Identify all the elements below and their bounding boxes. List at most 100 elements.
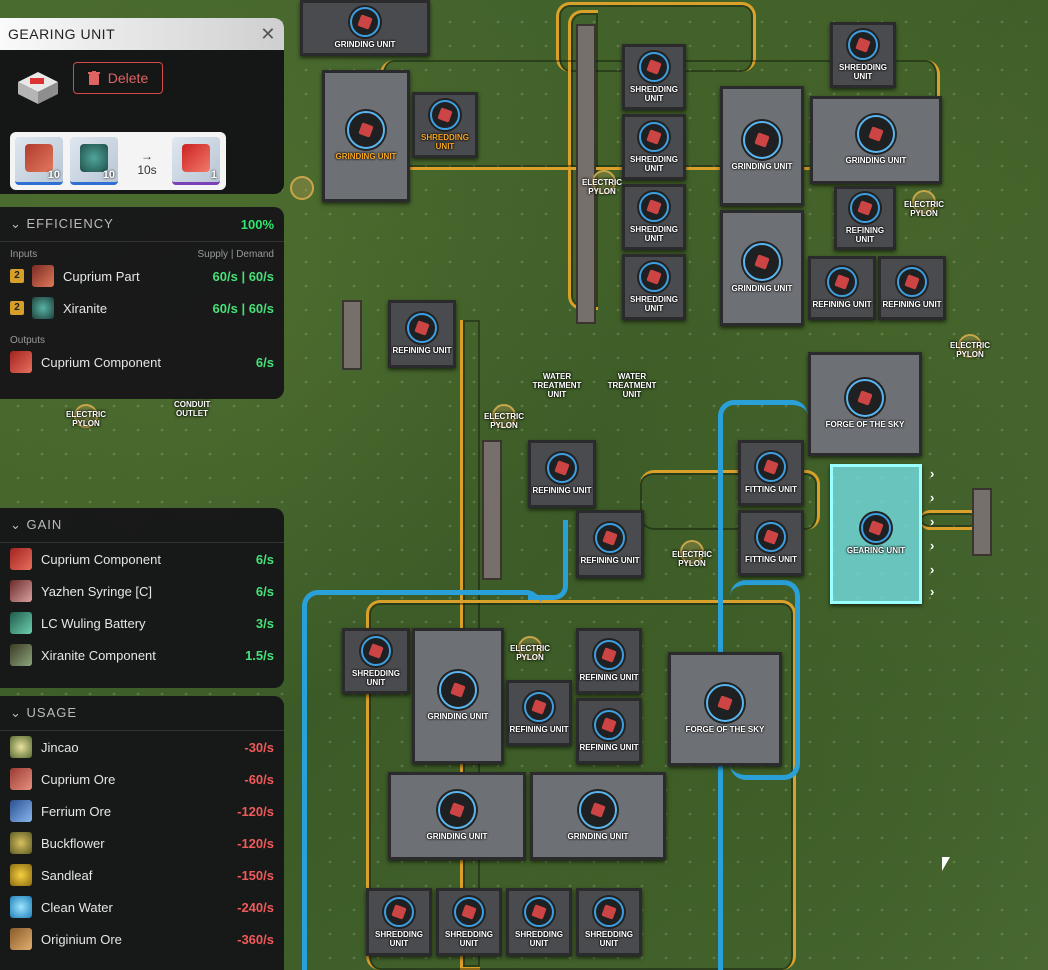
recipe-input-slot[interactable]: 10 bbox=[70, 137, 118, 185]
refining-unit[interactable]: REFINING UNIT bbox=[576, 628, 642, 694]
refining-unit-icon bbox=[897, 267, 927, 297]
clean-water-icon bbox=[10, 896, 32, 918]
refining-unit[interactable]: REFINING UNIT bbox=[388, 300, 456, 368]
shredding-unit[interactable]: SHREDDING UNIT bbox=[506, 888, 572, 956]
grinding-unit[interactable]: GRINDING UNIT bbox=[300, 0, 430, 56]
refining-unit[interactable]: REFINING UNIT bbox=[506, 680, 572, 746]
usage-header[interactable]: ⌄ USAGE bbox=[0, 696, 284, 731]
close-icon[interactable]: ✕ bbox=[260, 23, 276, 44]
shredding-unit-icon bbox=[430, 99, 460, 130]
grinding-unit[interactable]: GRINDING UNIT bbox=[388, 772, 526, 860]
machine-label: SHREDDING UNIT bbox=[629, 154, 678, 173]
grinding-unit[interactable]: GRINDING UNIT bbox=[720, 210, 804, 326]
originium-ore-icon bbox=[10, 928, 32, 950]
refining-unit[interactable]: REFINING UNIT bbox=[576, 698, 642, 764]
electric-pylon-icon[interactable] bbox=[680, 540, 704, 564]
chevron-right-icon: › bbox=[930, 538, 935, 553]
forge-icon bbox=[706, 684, 744, 722]
machine-label: FORGE OF THE SKY bbox=[685, 725, 765, 734]
electric-pylon-icon[interactable] bbox=[518, 636, 542, 660]
refining-unit[interactable]: REFINING UNIT bbox=[576, 510, 644, 578]
gain-row: Yazhen Syringe [C]6/s bbox=[0, 575, 284, 607]
input-row: 2 Cuprium Part 60/s | 60/s bbox=[0, 260, 284, 292]
usage-rate: -120/s bbox=[237, 835, 274, 851]
usage-rate: -30/s bbox=[244, 739, 274, 755]
refining-unit[interactable]: REFINING UNIT bbox=[528, 440, 596, 508]
supply-demand-label: Supply | Demand bbox=[197, 249, 274, 260]
inputs-subheader: Inputs Supply | Demand bbox=[0, 242, 284, 260]
shredding-unit[interactable]: SHREDDING UNIT bbox=[576, 888, 642, 956]
electric-pylon-icon[interactable] bbox=[592, 170, 616, 194]
cuprium-part-icon bbox=[32, 265, 54, 287]
efficiency-title: EFFICIENCY bbox=[26, 216, 114, 231]
electric-pylon-icon[interactable] bbox=[492, 404, 516, 428]
cuprium-component-icon bbox=[10, 351, 32, 373]
forge-of-the-sky[interactable]: FORGE OF THE SKY bbox=[668, 652, 782, 766]
shredding-unit-icon bbox=[361, 635, 391, 666]
usage-rate: -120/s bbox=[237, 803, 274, 819]
input-dock[interactable] bbox=[482, 440, 502, 580]
grinding-unit-icon bbox=[439, 671, 477, 709]
panel-title: GEARING UNIT bbox=[8, 26, 116, 42]
chevron-down-icon: ⌄ bbox=[10, 216, 27, 231]
water-pipe bbox=[302, 590, 542, 970]
outputs-label: Outputs bbox=[10, 335, 46, 346]
efficiency-header[interactable]: ⌄ EFFICIENCY 100% bbox=[0, 207, 284, 242]
fitting-unit[interactable]: FITTING UNIT bbox=[738, 510, 804, 576]
gain-header[interactable]: ⌄ GAIN bbox=[0, 508, 284, 543]
electric-pylon-icon[interactable] bbox=[290, 176, 314, 200]
syringe-icon bbox=[10, 580, 32, 602]
refining-unit[interactable]: REFINING UNIT bbox=[808, 256, 876, 320]
grinding-unit[interactable]: GRINDING UNIT bbox=[412, 628, 504, 764]
recipe-output-slot[interactable]: 1 bbox=[172, 137, 220, 185]
input-rate: 60/s | 60/s bbox=[212, 268, 274, 284]
grinding-unit-icon bbox=[579, 791, 617, 829]
grinding-unit[interactable]: GRINDING UNIT bbox=[720, 86, 804, 206]
grinding-unit[interactable]: GRINDING UNIT bbox=[530, 772, 666, 860]
electric-pylon-icon[interactable] bbox=[74, 404, 98, 428]
electric-pylon-icon[interactable] bbox=[912, 190, 936, 214]
electric-pylon-icon[interactable] bbox=[958, 334, 982, 358]
mouse-cursor-icon bbox=[942, 857, 950, 871]
shredding-unit[interactable]: SHREDDING UNIT bbox=[342, 628, 410, 694]
usage-title: USAGE bbox=[26, 705, 78, 720]
usage-rate: -150/s bbox=[237, 867, 274, 883]
shredding-unit[interactable]: SHREDDING UNIT bbox=[622, 184, 686, 250]
gain-name: Yazhen Syringe [C] bbox=[41, 583, 153, 599]
shredding-unit[interactable]: SHREDDING UNIT bbox=[436, 888, 502, 956]
shredding-unit[interactable]: SHREDDING UNIT bbox=[622, 114, 686, 180]
conveyor-belt bbox=[920, 510, 980, 530]
delete-button[interactable]: Delete bbox=[73, 62, 163, 94]
gain-name: Cuprium Component bbox=[41, 551, 161, 567]
shredding-unit[interactable]: SHREDDING UNIT bbox=[622, 254, 686, 320]
shredding-unit[interactable]: SHREDDING UNIT bbox=[412, 92, 478, 158]
grinding-unit[interactable]: GRINDING UNIT bbox=[322, 70, 410, 202]
shredding-unit-icon bbox=[594, 896, 624, 927]
shredding-unit[interactable]: SHREDDING UNIT bbox=[622, 44, 686, 110]
refining-unit-icon bbox=[407, 313, 437, 343]
input-dock[interactable] bbox=[576, 24, 596, 324]
shredding-unit[interactable]: SHREDDING UNIT bbox=[366, 888, 432, 956]
grinding-unit[interactable]: GRINDING UNIT bbox=[810, 96, 942, 184]
machine-label: FITTING UNIT bbox=[745, 555, 797, 564]
refining-unit[interactable]: REFINING UNIT bbox=[878, 256, 946, 320]
xiranite-icon bbox=[80, 144, 108, 172]
chevron-right-icon: › bbox=[930, 490, 935, 505]
gearing-unit-selected[interactable]: GEARING UNIT bbox=[830, 464, 922, 604]
output-dock[interactable] bbox=[972, 488, 992, 556]
input-count-badge: 2 bbox=[10, 269, 24, 283]
fitting-unit[interactable]: FITTING UNIT bbox=[738, 440, 804, 506]
input-dock[interactable] bbox=[342, 300, 362, 370]
refining-unit-icon bbox=[524, 692, 554, 722]
output-row: Cuprium Component 6/s bbox=[0, 346, 284, 378]
recipe-input-slot[interactable]: 10 bbox=[15, 137, 63, 185]
battery-icon bbox=[10, 612, 32, 634]
refining-unit[interactable]: REFINING UNIT bbox=[834, 186, 896, 250]
input-count-badge: 2 bbox=[10, 301, 24, 315]
conduit-outlet-label: CONDUIT OUTLET bbox=[174, 400, 211, 418]
inputs-label: Inputs bbox=[10, 249, 38, 260]
forge-of-the-sky[interactable]: FORGE OF THE SKY bbox=[808, 352, 922, 456]
pylon-label: ELECTRIC PYLON bbox=[510, 644, 550, 662]
shredding-unit[interactable]: SHREDDING UNIT bbox=[830, 22, 896, 88]
gain-title: GAIN bbox=[26, 517, 63, 532]
